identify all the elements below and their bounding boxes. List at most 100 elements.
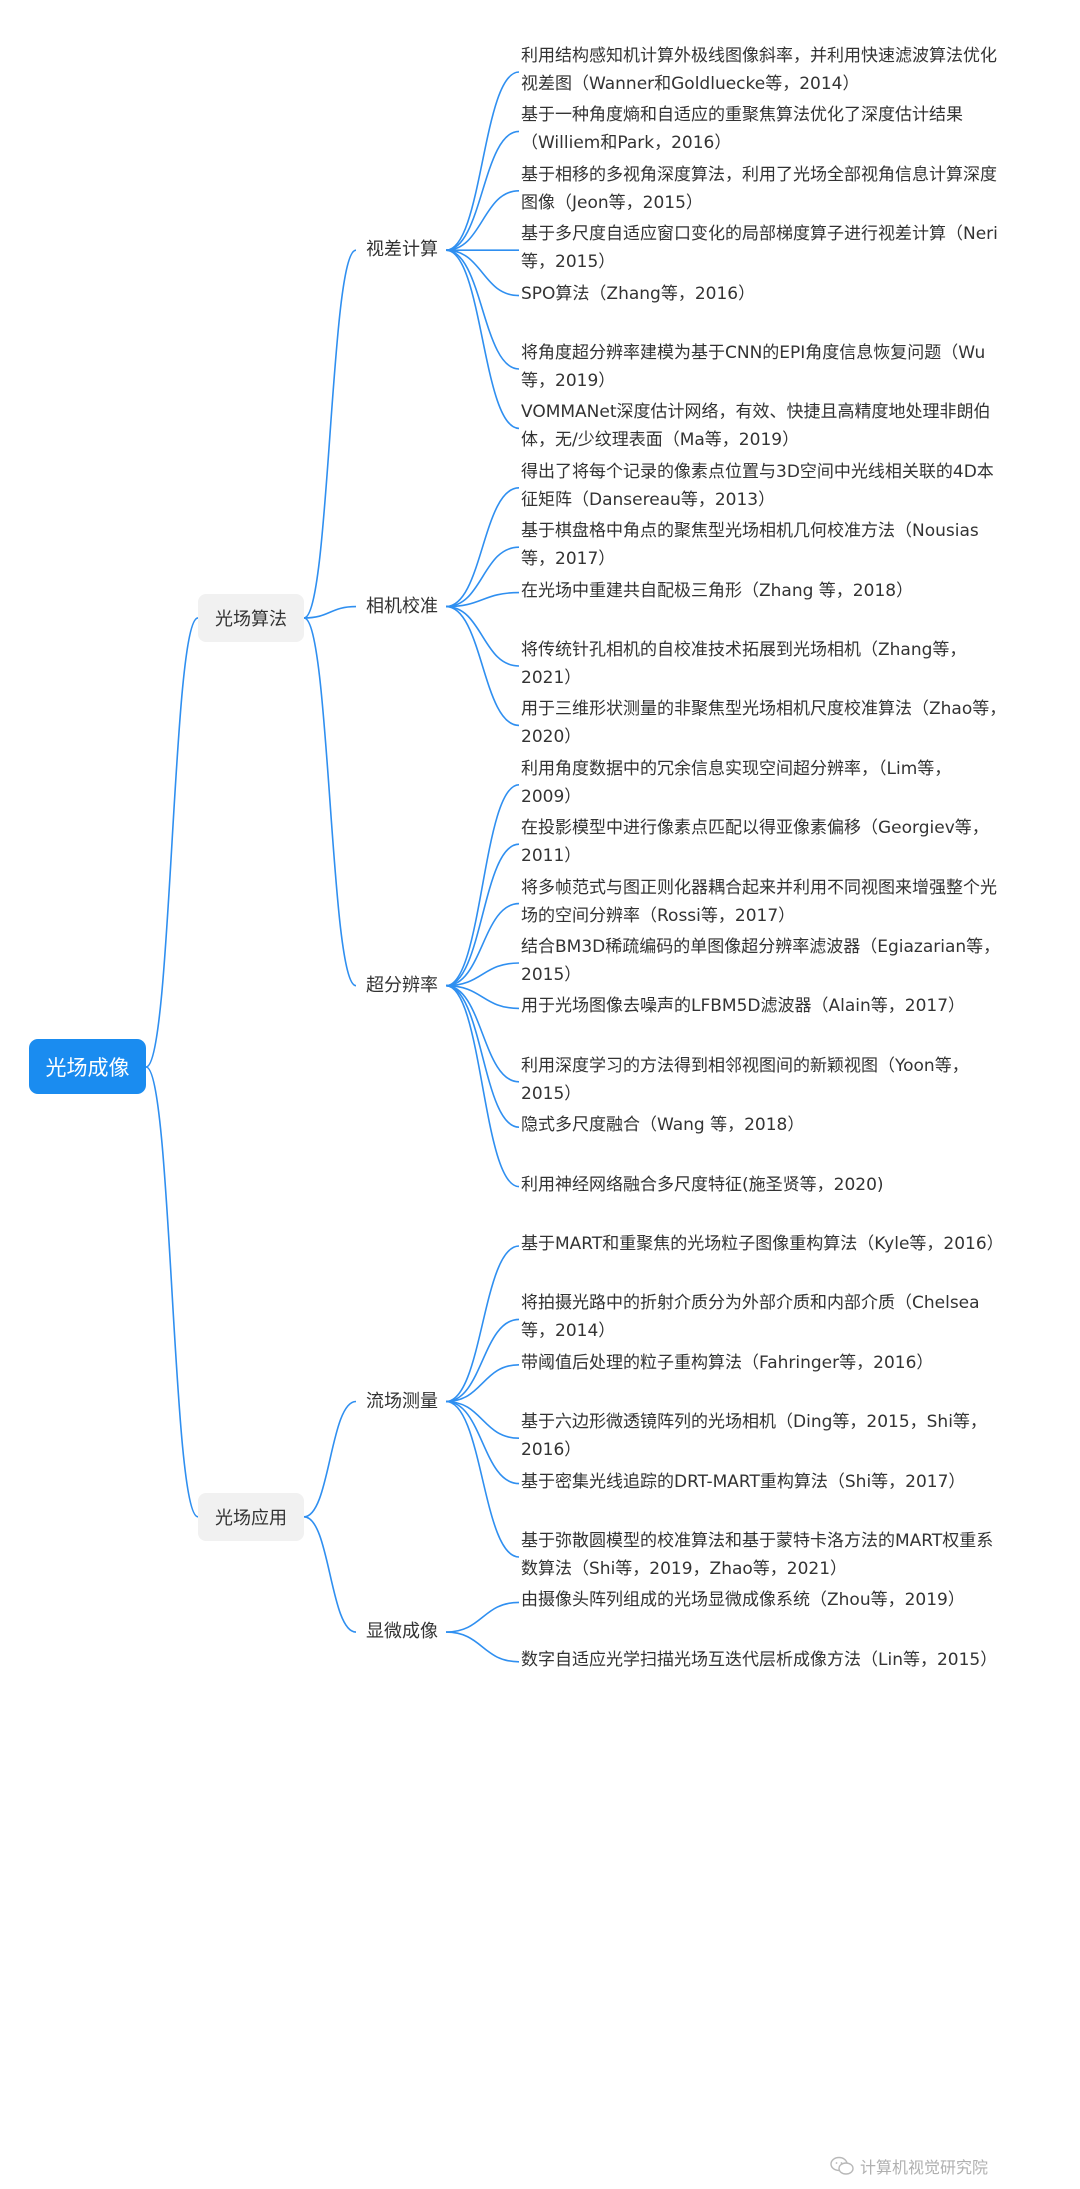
leaf-text-line: VOMMANet深度估计网络，有效、快捷且高精度地处理非朗伯 bbox=[521, 402, 991, 423]
leaf-text-line: 2021） bbox=[521, 668, 582, 688]
connector bbox=[303, 1400, 357, 1518]
leaf-text-line: 等，2019） bbox=[521, 371, 616, 391]
connector bbox=[445, 1364, 520, 1403]
connector bbox=[445, 487, 520, 608]
connector bbox=[445, 843, 520, 987]
leaf-text-line: 基于一种角度熵和自适应的重聚焦算法优化了深度估计结果 bbox=[521, 105, 963, 126]
leaf-text-line: 基于MART和重聚焦的光场粒子图像重构算法（Kyle等，2016） bbox=[521, 1234, 1004, 1254]
leaf-text-line: 在投影模型中进行像素点匹配以得亚像素偏移（Georgiev等， bbox=[521, 818, 989, 839]
leaf-node[interactable]: 利用角度数据中的冗余信息实现空间超分辨率，（Lim等，2009） bbox=[521, 755, 1041, 811]
leaf-node[interactable]: 隐式多尺度融合（Wang 等，2018） bbox=[521, 1111, 1041, 1139]
leaf-node[interactable]: 基于相移的多视角深度算法，利用了光场全部视角信息计算深度图像（Jeon等，201… bbox=[521, 161, 1041, 217]
leaf-node[interactable]: 结合BM3D稀疏编码的单图像超分辨率滤波器（Egiazarian等，2015） bbox=[521, 933, 1041, 989]
connector bbox=[445, 1318, 520, 1403]
leaf-node[interactable]: 利用神经网络融合多尺度特征(施圣贤等，2020) bbox=[521, 1171, 1041, 1199]
connector bbox=[445, 984, 520, 1010]
connector bbox=[445, 902, 520, 987]
leaf-text-line: 在光场中重建共自配极三角形（Zhang 等，2018） bbox=[521, 580, 914, 601]
leaf-text-line: （Williem和Park，2016） bbox=[521, 133, 732, 154]
leaf-text-line: 利用角度数据中的冗余信息实现空间超分辨率，（Lim等， bbox=[521, 758, 952, 779]
leaf-text-line: 带阈值后处理的粒子重构算法（Fahringer等，2016） bbox=[521, 1352, 934, 1373]
leaf-node[interactable]: 带阈值后处理的粒子重构算法（Fahringer等，2016） bbox=[521, 1349, 1041, 1377]
leaf-text-line: 用于光场图像去噪声的LFBM5D滤波器（Alain等，2017） bbox=[521, 996, 966, 1017]
leaf-node[interactable]: 将拍摄光路中的折射介质分为外部介质和内部介质（Chelsea 等，2014） bbox=[521, 1289, 1041, 1345]
connector bbox=[445, 1400, 520, 1485]
leaf-text-line: 隐式多尺度融合（Wang 等，2018） bbox=[521, 1115, 805, 1136]
connector bbox=[445, 249, 520, 430]
category-node[interactable]: 视差计算 bbox=[366, 239, 438, 261]
connector bbox=[445, 984, 520, 1128]
leaf-node[interactable]: 利用结构感知机计算外极线图像斜率，并利用快速滤波算法优化视差图（Wanner和G… bbox=[521, 42, 1041, 98]
leaf-node[interactable]: 基于弥散圆模型的校准算法和基于蒙特卡洛方法的MART权重系数算法（Shi等，20… bbox=[521, 1527, 1041, 1583]
leaf-node[interactable]: SPO算法（Zhang等，2016） bbox=[521, 280, 1041, 308]
leaf-node[interactable]: 基于一种角度熵和自适应的重聚焦算法优化了深度估计结果 （Williem和Park，… bbox=[521, 101, 1041, 157]
leaf-text-line: 由摄像头阵列组成的光场显微成像系统（Zhou等，2019） bbox=[521, 1590, 965, 1611]
connector bbox=[445, 249, 520, 297]
leaf-text-line: 2015） bbox=[521, 1083, 582, 1104]
root-node[interactable]: 光场成像 bbox=[29, 1039, 146, 1094]
leaf-node[interactable]: 基于MART和重聚焦的光场粒子图像重构算法（Kyle等，2016） bbox=[521, 1230, 1041, 1258]
connector bbox=[445, 605, 520, 667]
leaf-text-line: 将传统针孔相机的自校准技术拓展到光场相机（Zhang等， bbox=[521, 640, 967, 660]
leaf-text-line: 基于棋盘格中角点的聚焦型光场相机几何校准方法（Nousias bbox=[521, 521, 979, 542]
leaf-text-line: 等，2014） bbox=[521, 1321, 616, 1342]
connector bbox=[445, 71, 520, 251]
leaf-node[interactable]: 基于密集光线追踪的DRT-MART重构算法（Shi等，2017） bbox=[521, 1468, 1041, 1496]
leaf-node[interactable]: 用于三维形状测量的非聚焦型光场相机尺度校准算法（Zhao等，2020） bbox=[521, 695, 1041, 751]
branch-node[interactable]: 光场算法 bbox=[198, 593, 304, 642]
category-node[interactable]: 流场测量 bbox=[366, 1390, 438, 1412]
leaf-node[interactable]: 基于棋盘格中角点的聚焦型光场相机几何校准方法（Nousias 等，2017） bbox=[521, 517, 1041, 573]
leaf-text-line: 2020） bbox=[521, 727, 582, 748]
connector bbox=[145, 617, 199, 1068]
leaf-text-line: 2016） bbox=[521, 1440, 582, 1461]
connector bbox=[303, 1516, 357, 1633]
leaf-text-line: 将角度超分辨率建模为基于CNN的EPI角度信息恢复问题（Wu bbox=[521, 343, 986, 363]
connector bbox=[445, 605, 520, 727]
connector bbox=[445, 984, 520, 1188]
leaf-node[interactable]: 基于六边形微透镜阵列的光场相机（Ding等，2015，Shi等， 2016） bbox=[521, 1408, 1041, 1464]
category-node[interactable]: 显微成像 bbox=[366, 1621, 438, 1643]
leaf-text-line: 基于六边形微透镜阵列的光场相机（Ding等，2015，Shi等， bbox=[521, 1412, 987, 1433]
connector bbox=[445, 1400, 520, 1439]
leaf-text-line: 将拍摄光路中的折射介质分为外部介质和内部介质（Chelsea bbox=[521, 1293, 980, 1314]
watermark-text: 计算机视觉研究院 bbox=[860, 2158, 989, 2177]
leaf-text-line: 结合BM3D稀疏编码的单图像超分辨率滤波器（Egiazarian等， bbox=[521, 937, 1001, 957]
leaf-node[interactable]: 由摄像头阵列组成的光场显微成像系统（Zhou等，2019） bbox=[521, 1586, 1041, 1614]
leaf-node[interactable]: 将角度超分辨率建模为基于CNN的EPI角度信息恢复问题（Wu 等，2019） bbox=[521, 339, 1041, 395]
connector bbox=[445, 1601, 520, 1633]
category-node[interactable]: 相机校准 bbox=[366, 595, 438, 617]
branch-node[interactable]: 光场应用 bbox=[198, 1492, 304, 1541]
leaf-text-line: 等，2017） bbox=[521, 549, 616, 570]
connector bbox=[445, 1631, 520, 1663]
leaf-text-line: 利用深度学习的方法得到相邻视图间的新颖视图（Yoon等， bbox=[521, 1055, 969, 1076]
leaf-node[interactable]: 在投影模型中进行像素点匹配以得亚像素偏移（Georgiev等， 2011） bbox=[521, 814, 1041, 870]
leaf-node[interactable]: 将多帧范式与图正则化器耦合起来并利用不同视图来增强整个光场的空间分辨率（Ross… bbox=[521, 874, 1041, 930]
connector bbox=[445, 249, 520, 370]
leaf-text-line: 利用神经网络融合多尺度特征(施圣贤等，2020) bbox=[521, 1174, 884, 1195]
connector bbox=[445, 546, 520, 608]
connector bbox=[445, 984, 520, 1083]
leaf-node[interactable]: 用于光场图像去噪声的LFBM5D滤波器（Alain等，2017） bbox=[521, 992, 1041, 1020]
leaf-node[interactable]: 数字自适应光学扫描光场互迭代层析成像方法（Lin等，2015） bbox=[521, 1646, 1041, 1674]
leaf-text-line: 基于弥散圆模型的校准算法和基于蒙特卡洛方法的MART权重系 bbox=[521, 1531, 994, 1551]
leaf-text-line: 图像（Jeon等，2015） bbox=[521, 192, 703, 213]
leaf-text-line: 等，2015） bbox=[521, 252, 616, 273]
connector bbox=[145, 1066, 199, 1518]
leaf-node[interactable]: 得出了将每个记录的像素点位置与3D空间中光线相关联的4D本征矩阵（Dansere… bbox=[521, 458, 1041, 514]
leaf-text-line: 2011） bbox=[521, 846, 582, 867]
leaf-node[interactable]: VOMMANet深度估计网络，有效、快捷且高精度地处理非朗伯体，无/少纹理表面（… bbox=[521, 398, 1041, 454]
leaf-text-line: SPO算法（Zhang等，2016） bbox=[521, 283, 756, 304]
leaf-node[interactable]: 在光场中重建共自配极三角形（Zhang 等，2018） bbox=[521, 577, 1041, 605]
leaf-text-line: 场的空间分辨率（Rossi等，2017） bbox=[521, 905, 796, 926]
leaf-text-line: 基于密集光线追踪的DRT-MART重构算法（Shi等，2017） bbox=[521, 1471, 966, 1492]
leaf-text-line: 将多帧范式与图正则化器耦合起来并利用不同视图来增强整个光 bbox=[521, 877, 997, 898]
connector bbox=[445, 1245, 520, 1403]
category-node[interactable]: 超分辨率 bbox=[366, 974, 438, 996]
connector bbox=[445, 130, 520, 251]
leaf-text-line: 利用结构感知机计算外极线图像斜率，并利用快速滤波算法优化 bbox=[521, 46, 997, 66]
leaf-node[interactable]: 利用深度学习的方法得到相邻视图间的新颖视图（Yoon等， 2015） bbox=[521, 1052, 1041, 1108]
leaf-node[interactable]: 将传统针孔相机的自校准技术拓展到光场相机（Zhang等， 2021） bbox=[521, 636, 1041, 692]
